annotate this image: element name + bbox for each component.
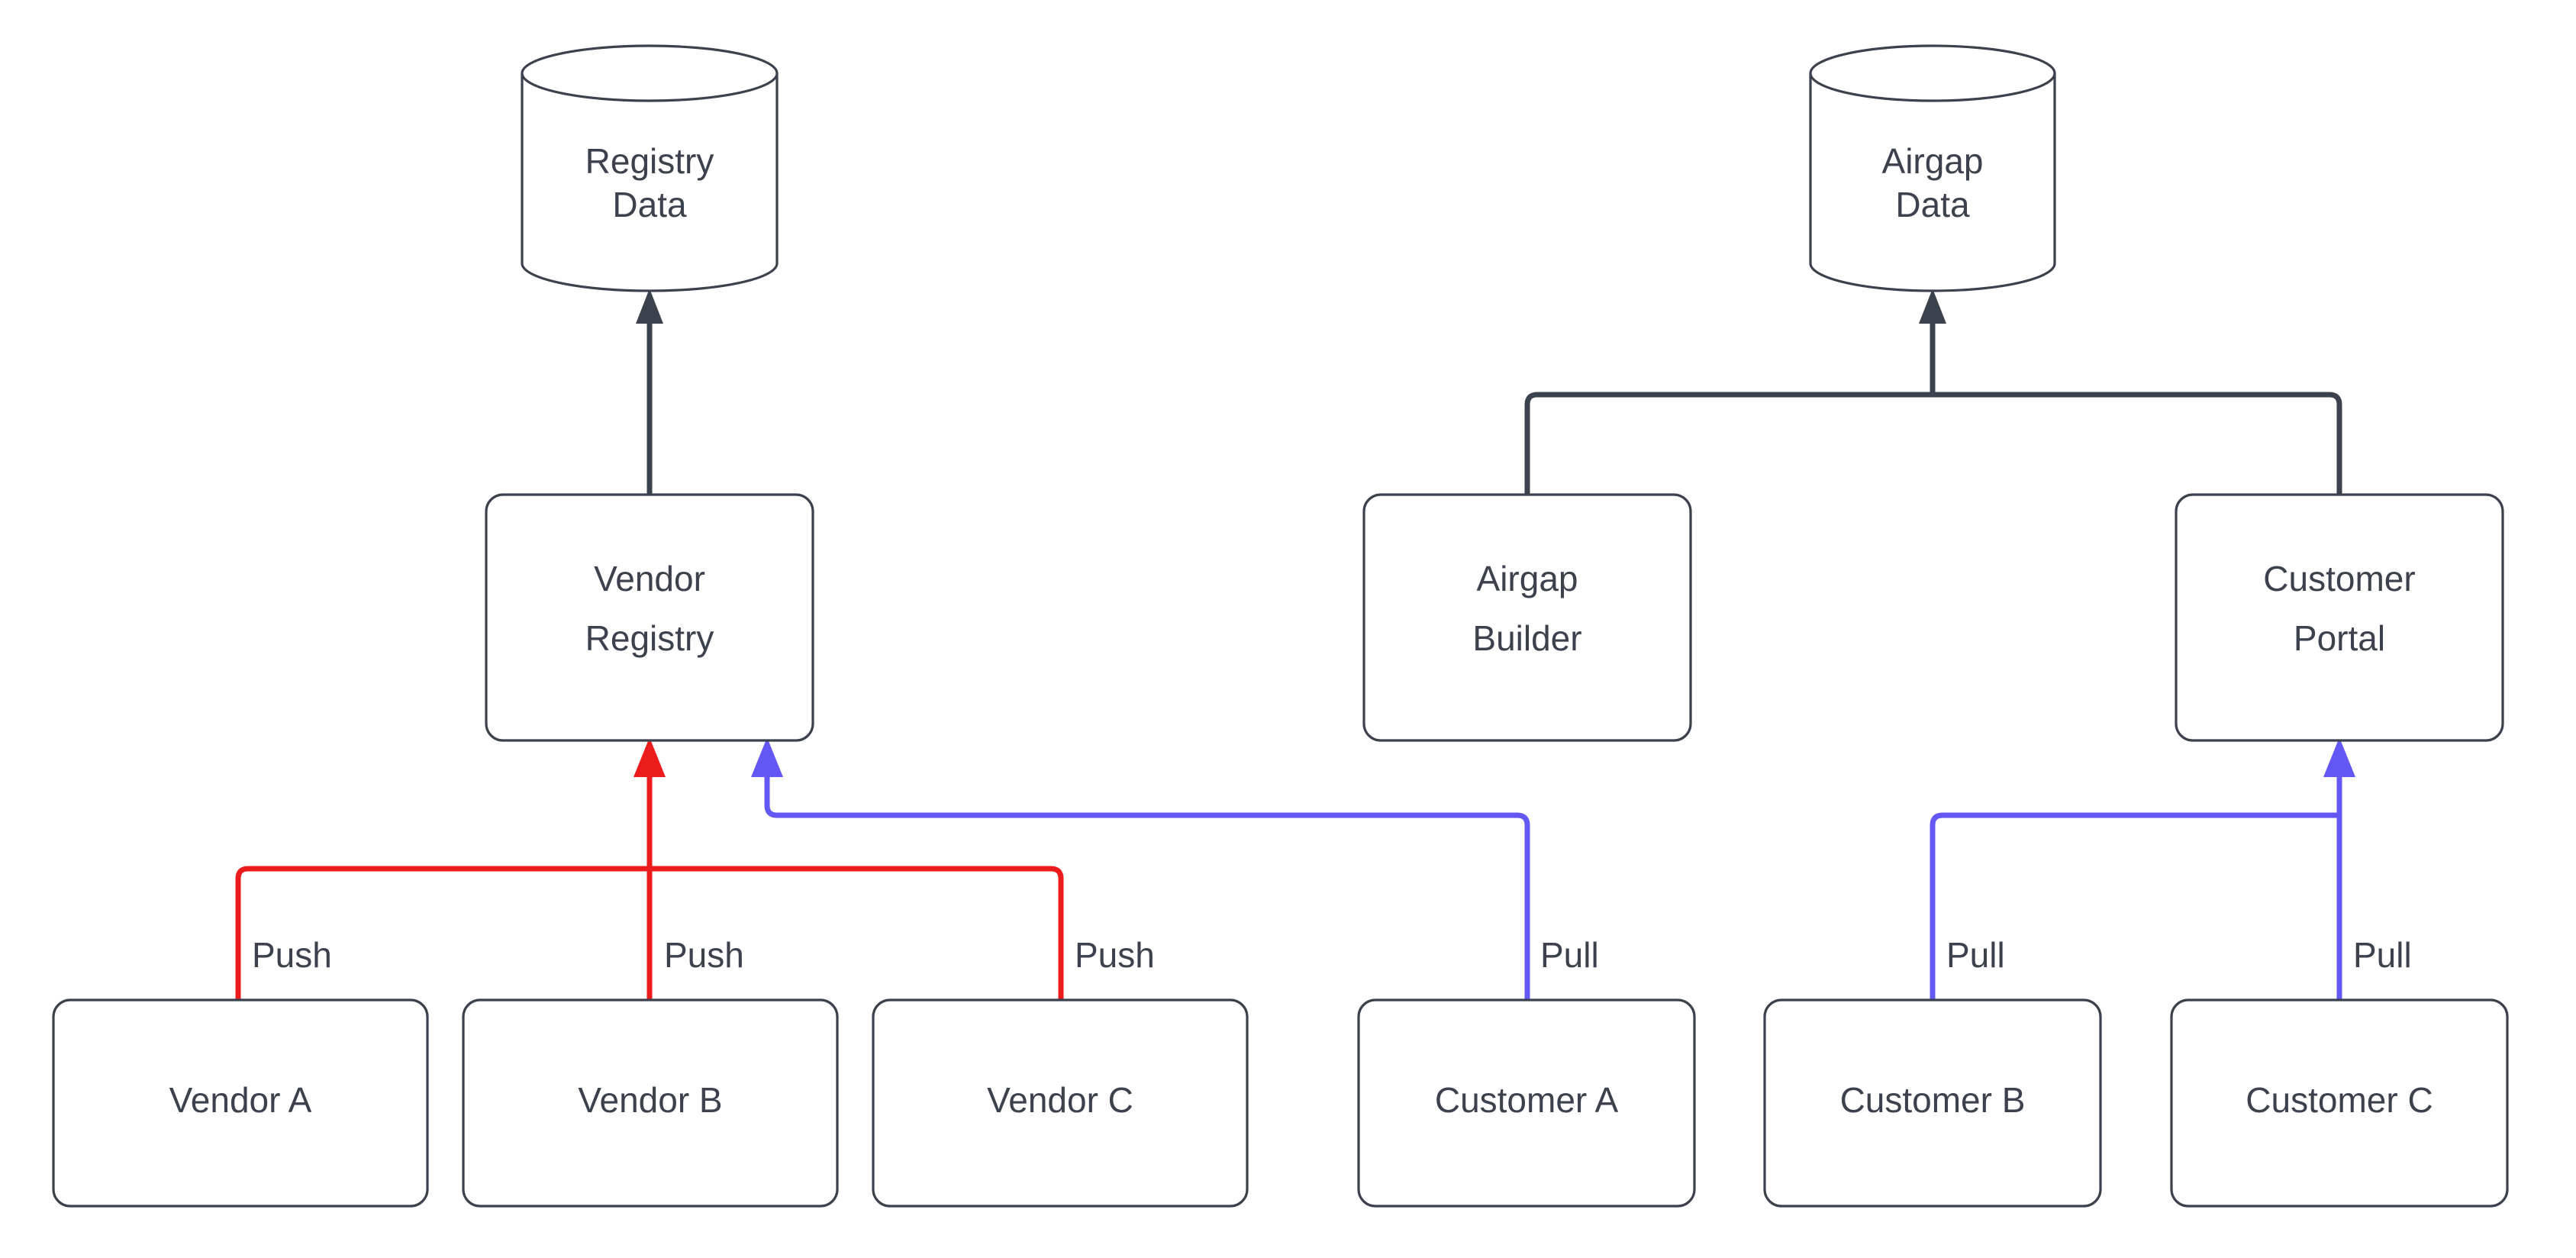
vendor-b-label: Vendor B <box>578 1080 722 1120</box>
vendor-a-label: Vendor A <box>169 1080 312 1120</box>
node-airgap-builder[interactable]: Airgap Builder <box>1362 493 1692 742</box>
vendor-registry-label-line2: Registry <box>585 618 714 658</box>
edge-label-pull-customer-b: Pull <box>1946 935 2005 975</box>
airgap-data-label-line1: Airgap <box>1882 141 1984 181</box>
edge-label-pull-customer-c: Pull <box>2353 935 2412 975</box>
airgap-builder-label-line2: Builder <box>1472 618 1581 658</box>
edge-pull-customer-a-to-vendor-registry <box>751 737 1530 1000</box>
edge-push-bus <box>235 737 1064 1000</box>
edge-label-push-vendor-b: Push <box>664 935 744 975</box>
customer-portal-label-line2: Portal <box>2294 618 2385 658</box>
node-customer-c[interactable]: Customer C <box>2170 998 2509 1208</box>
node-vendor-a[interactable]: Vendor A <box>52 998 429 1208</box>
edge-label-pull-customer-a: Pull <box>1540 935 1599 975</box>
edge-airgap-builder-to-airgap-data <box>1524 392 1933 495</box>
airgap-builder-label-line1: Airgap <box>1477 559 1578 598</box>
edge-vendor-registry-to-registry-data <box>636 289 663 495</box>
customer-portal-label-line1: Customer <box>2263 559 2415 598</box>
registry-data-label-line1: Registry <box>585 141 714 181</box>
node-vendor-registry[interactable]: Vendor Registry <box>485 493 814 742</box>
edge-pull-customer-c-to-customer-portal <box>2323 737 2355 1000</box>
edge-customer-portal-to-airgap-data <box>1933 392 2342 495</box>
edge-label-push-vendor-a: Push <box>252 935 332 975</box>
registry-data-label-line2: Data <box>612 185 687 224</box>
edge-pull-customer-b-to-customer-portal <box>1930 812 2339 1000</box>
edge-airgap-bus-riser <box>1919 289 1946 395</box>
customer-c-label: Customer C <box>2246 1080 2433 1120</box>
customer-a-label: Customer A <box>1435 1080 1619 1120</box>
node-customer-b[interactable]: Customer B <box>1763 998 2102 1208</box>
customer-b-label: Customer B <box>1840 1080 2026 1120</box>
node-customer-portal[interactable]: Customer Portal <box>2175 493 2504 742</box>
node-vendor-b[interactable]: Vendor B <box>462 998 839 1208</box>
vendor-c-label: Vendor C <box>987 1080 1133 1120</box>
vendor-registry-label-line1: Vendor <box>594 559 705 598</box>
node-airgap-data[interactable]: Airgap Data <box>1809 44 2056 292</box>
node-registry-data[interactable]: Registry Data <box>521 44 779 292</box>
node-customer-a[interactable]: Customer A <box>1357 998 1696 1208</box>
edge-label-push-vendor-c: Push <box>1075 935 1155 975</box>
airgap-data-label-line2: Data <box>1895 185 1970 224</box>
node-vendor-c[interactable]: Vendor C <box>872 998 1249 1208</box>
